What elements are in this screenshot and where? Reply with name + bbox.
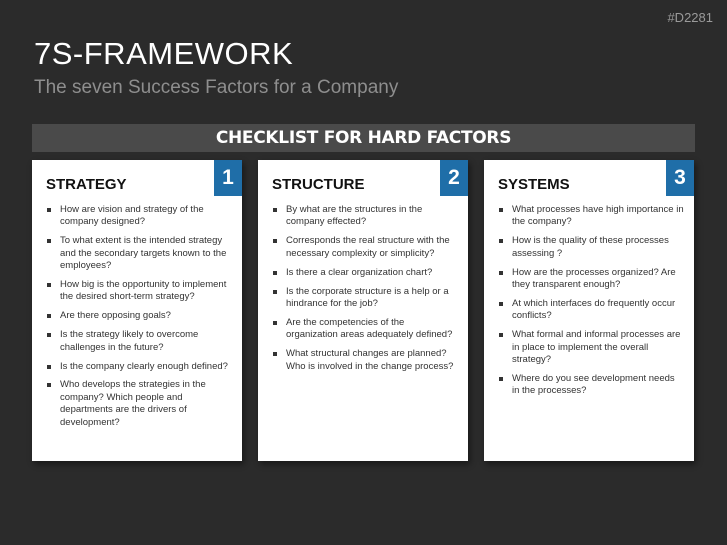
card-number-badge: 3: [666, 160, 694, 196]
list-item: Is the corporate structure is a help or …: [272, 286, 458, 311]
checklist: What processes have high importance in t…: [498, 204, 684, 404]
list-item: What processes have high importance in t…: [498, 204, 684, 229]
card-systems: 3 SYSTEMS What processes have high impor…: [484, 160, 694, 461]
card-title: STRUCTURE: [272, 176, 365, 193]
checklist: How are vision and strategy of the compa…: [46, 204, 232, 436]
section-banner: CHECKLIST FOR HARD FACTORS: [32, 124, 695, 152]
list-item: What formal and informal processes are i…: [498, 329, 684, 366]
page-subtitle: The seven Success Factors for a Company: [34, 77, 399, 98]
card-number-badge: 1: [214, 160, 242, 196]
list-item: Is the strategy likely to overcome chall…: [46, 329, 232, 354]
list-item: How are vision and strategy of the compa…: [46, 204, 232, 229]
list-item: Is the company clearly enough defined?: [46, 361, 232, 373]
list-item: Are the competencies of the organization…: [272, 317, 458, 342]
list-item: How big is the opportunity to implement …: [46, 279, 232, 304]
list-item: By what are the structures in the compan…: [272, 204, 458, 229]
card-strategy: 1 STRATEGY How are vision and strategy o…: [32, 160, 242, 461]
list-item: How is the quality of these processes as…: [498, 235, 684, 260]
page-title: 7S-FRAMEWORK: [34, 36, 294, 71]
list-item: What structural changes are planned? Who…: [272, 348, 458, 373]
list-item: Where do you see development needs in th…: [498, 373, 684, 398]
list-item: Is there a clear organization chart?: [272, 267, 458, 279]
list-item: Are there opposing goals?: [46, 310, 232, 322]
list-item: How are the processes organized? Are the…: [498, 267, 684, 292]
checklist: By what are the structures in the compan…: [272, 204, 458, 379]
card-title: STRATEGY: [46, 176, 127, 193]
card-structure: 2 STRUCTURE By what are the structures i…: [258, 160, 468, 461]
list-item: At which interfaces do frequently occur …: [498, 298, 684, 323]
list-item: Corresponds the real structure with the …: [272, 235, 458, 260]
card-number-badge: 2: [440, 160, 468, 196]
list-item: Who develops the strategies in the compa…: [46, 379, 232, 429]
card-title: SYSTEMS: [498, 176, 570, 193]
slide-id: #D2281: [667, 10, 713, 25]
list-item: To what extent is the intended strategy …: [46, 235, 232, 272]
